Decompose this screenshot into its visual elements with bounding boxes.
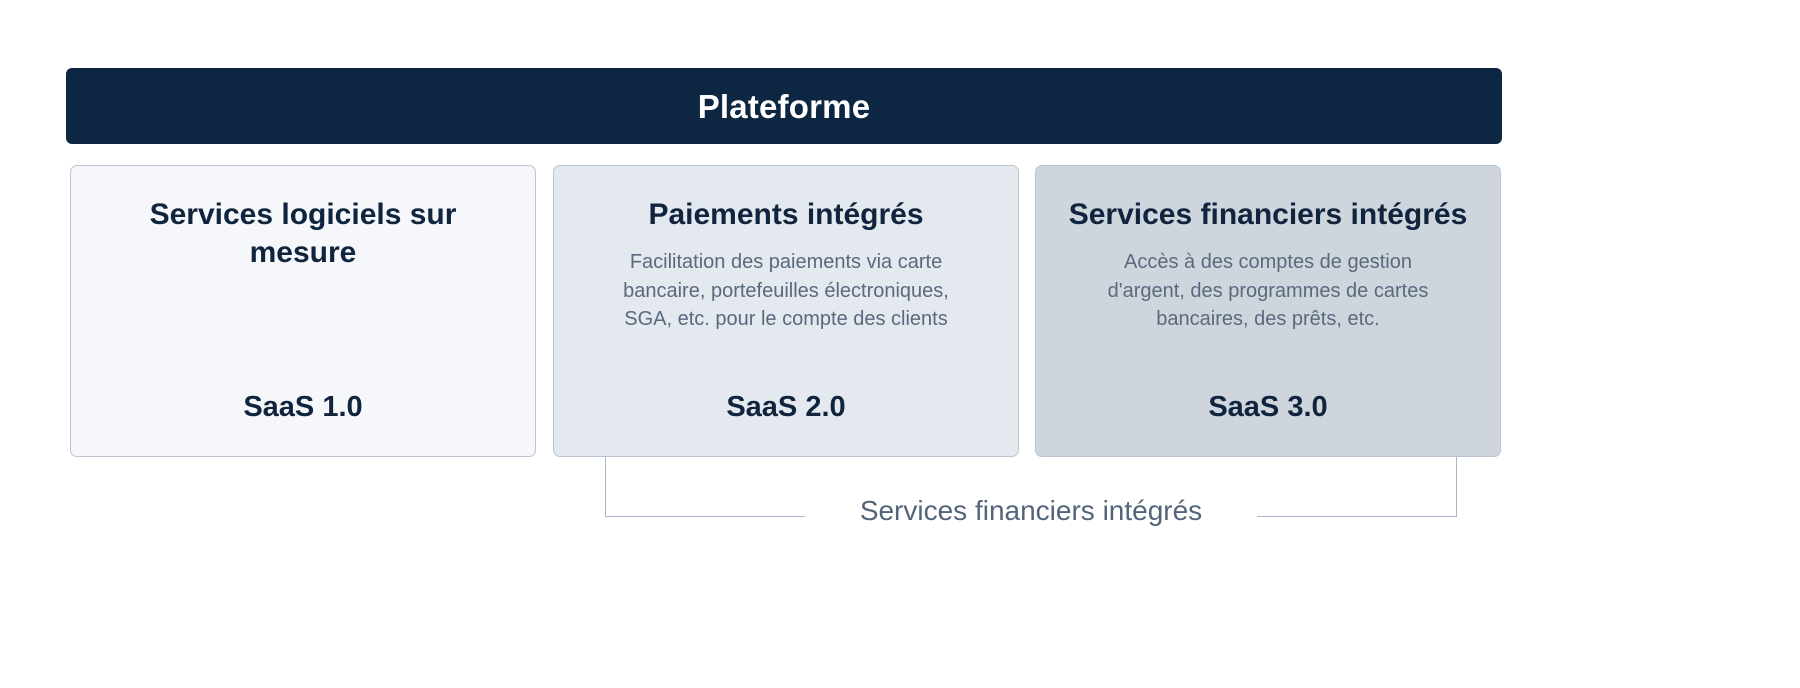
card-title: Services financiers intégrés (1068, 198, 1468, 231)
bracket-arm-right (1456, 457, 1457, 517)
card-saas-1: Services logiciels sur mesure SaaS 1.0 (70, 165, 536, 457)
platform-header-title: Plateforme (697, 87, 871, 125)
card-body: Accès à des comptes de gestion d'argent,… (1107, 251, 1429, 331)
cards-row: Services logiciels sur mesure SaaS 1.0 P… (70, 165, 1502, 457)
bracket-rail-right (1257, 516, 1457, 517)
card-saas-3: Services financiers intégrés Accès à des… (1035, 165, 1501, 457)
bracket-rail-left (605, 516, 805, 517)
card-footer-label: SaaS 2.0 (726, 391, 846, 423)
card-footer-label: SaaS 1.0 (243, 391, 363, 423)
bracket-connector: Services financiers intégrés (605, 457, 1457, 526)
platform-header-bar: Plateforme (66, 68, 1502, 144)
bracket-label: Services financiers intégrés (859, 495, 1203, 526)
card-footer-label: SaaS 3.0 (1208, 391, 1328, 423)
card-body: Facilitation des paiements via carte ban… (623, 251, 949, 331)
bracket-arm-left (605, 457, 606, 517)
card-title: Paiements intégrés (648, 198, 924, 231)
card-title: Services logiciels sur mesure (149, 198, 457, 270)
card-saas-2: Paiements intégrés Facilitation des paie… (553, 165, 1019, 457)
